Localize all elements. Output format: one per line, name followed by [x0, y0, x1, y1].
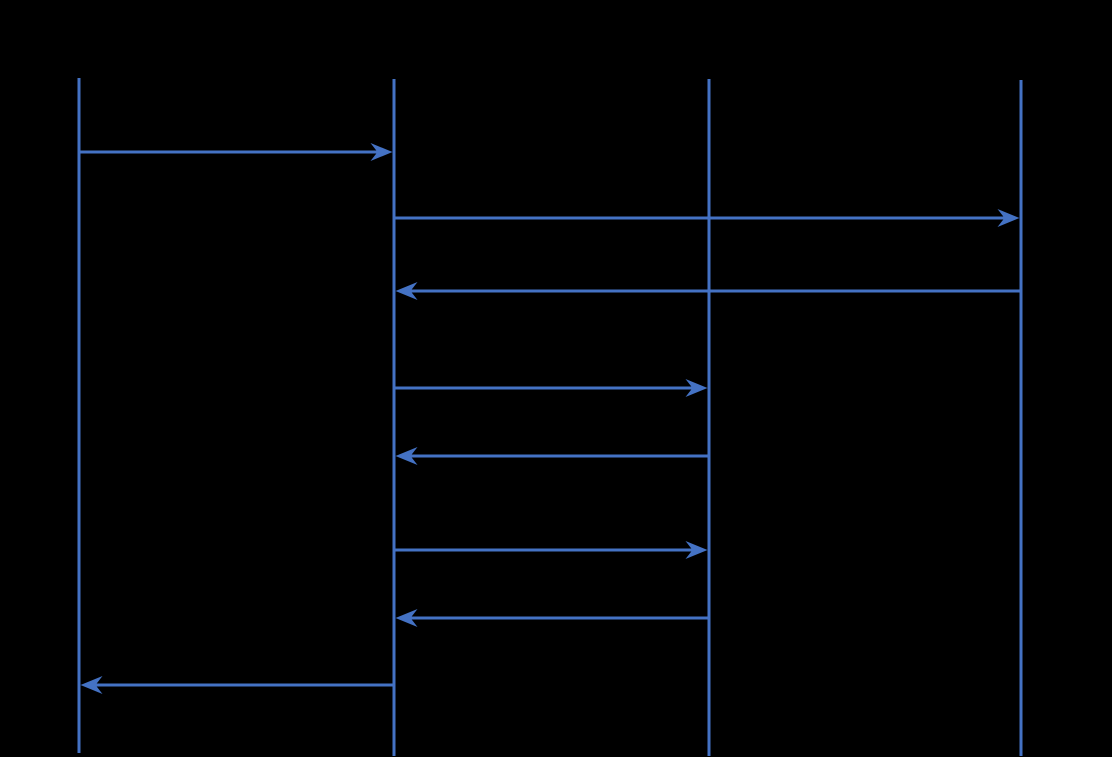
message-4-arrowhead-icon	[685, 379, 708, 397]
message-3-arrowhead-icon	[395, 282, 418, 300]
message-7-arrowhead-icon	[395, 609, 418, 627]
message-5-arrowhead-icon	[395, 447, 418, 465]
message-1-arrowhead-icon	[370, 143, 393, 161]
message-2-arrowhead-icon	[997, 209, 1020, 227]
message-8-arrowhead-icon	[80, 676, 103, 694]
message-6-arrowhead-icon	[685, 541, 708, 559]
